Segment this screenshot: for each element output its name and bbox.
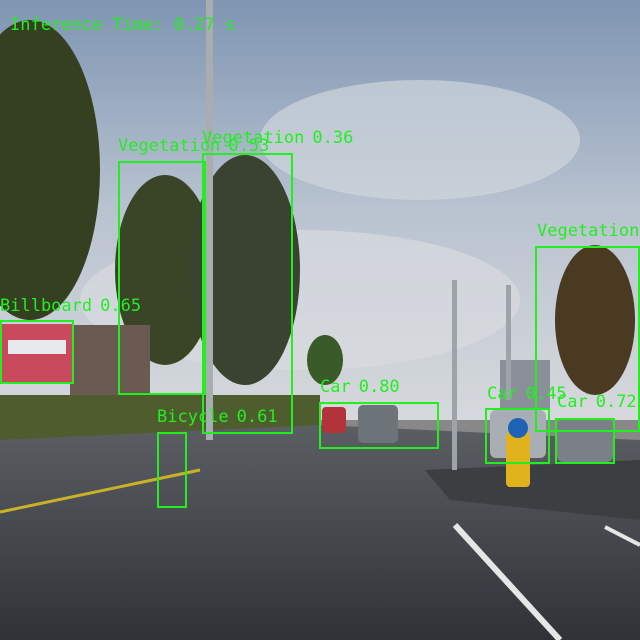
tree-center xyxy=(190,155,300,385)
road-marking xyxy=(452,522,563,640)
inference-value: 0.27 s xyxy=(173,15,236,35)
car xyxy=(322,407,346,433)
sign-pole xyxy=(506,285,511,400)
vegetation-box-1 xyxy=(118,161,206,395)
bicycle-box xyxy=(157,432,187,508)
vegetation-label-3: Vegetation xyxy=(537,221,640,241)
car xyxy=(358,405,398,443)
building xyxy=(70,325,150,395)
vegetation-box-2 xyxy=(202,153,293,434)
billboard-panel xyxy=(8,340,66,354)
bollard-sign xyxy=(508,418,528,438)
car-box-3 xyxy=(555,418,615,464)
yellow-line xyxy=(0,468,201,514)
car-box-2 xyxy=(485,408,550,464)
vegetation-box-3 xyxy=(535,246,640,432)
road-marking xyxy=(604,525,640,547)
car-box-1 xyxy=(319,402,439,449)
tree-left xyxy=(0,20,100,320)
lamp-pole xyxy=(206,0,213,440)
cloud xyxy=(260,80,580,200)
inference-time: Inference Time: 0.27 s xyxy=(10,15,235,35)
billboard-box xyxy=(0,320,74,384)
inference-label: Inference Time: xyxy=(10,15,164,35)
traffic-island xyxy=(425,460,640,520)
sign-pole xyxy=(452,280,457,470)
tree-right xyxy=(555,245,635,395)
tree-center-left xyxy=(115,175,215,365)
tree-far xyxy=(307,335,343,385)
bollard xyxy=(506,432,530,487)
